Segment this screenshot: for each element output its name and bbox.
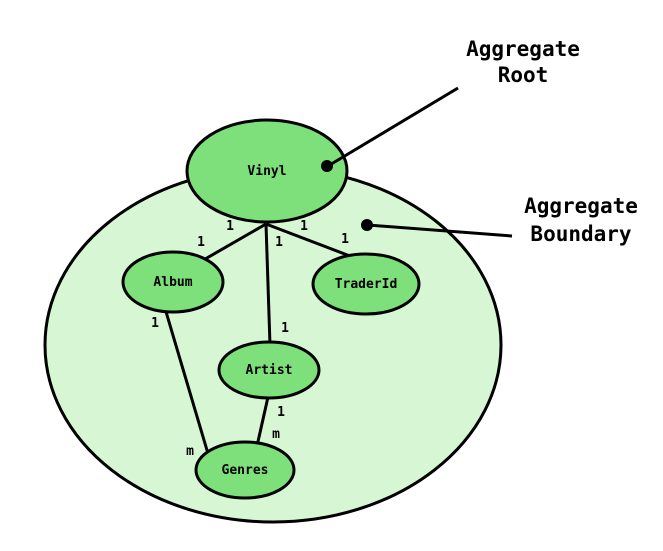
node-artist-label: Artist [246, 363, 293, 378]
mult-vinyl-album-to: 1 [197, 235, 205, 250]
node-vinyl [185, 118, 349, 224]
node-album [121, 250, 225, 314]
edge-album-genres [162, 304, 211, 458]
node-album-label: Album [153, 275, 192, 290]
mult-artist-genres-to: m [272, 427, 280, 442]
boundary-callout-label-line2: Boundary [530, 222, 632, 246]
root-callout-label-line1: Aggregate [466, 37, 580, 61]
node-artist [217, 340, 321, 400]
root-callout-line [327, 86, 459, 168]
node-traderid [311, 252, 421, 316]
boundary-callout-line [367, 223, 513, 238]
mult-vinyl-artist-from: 1 [275, 235, 283, 250]
boundary-callout-label-line1: Aggregate [524, 194, 638, 218]
root-callout-label-line2: Root [498, 63, 549, 87]
node-vinyl-label: Vinyl [247, 164, 286, 179]
node-traderid-label: TraderId [335, 277, 398, 292]
mult-vinyl-traderid-to: 1 [341, 232, 349, 247]
mult-album-genres-to: m [186, 444, 194, 459]
mult-artist-genres-from: 1 [277, 405, 285, 420]
mult-vinyl-album-from: 1 [226, 219, 234, 234]
boundary-callout-dot [361, 219, 373, 231]
edge-artist-genres [255, 396, 270, 447]
mult-album-genres-from: 1 [151, 316, 159, 331]
mult-vinyl-traderid-from: 1 [300, 219, 308, 234]
edge-vinyl-traderid [265, 222, 351, 258]
node-genres-label: Genres [222, 463, 269, 478]
edge-vinyl-artist [264, 223, 272, 346]
mult-vinyl-artist-to: 1 [281, 321, 289, 336]
root-callout-dot [321, 160, 333, 172]
node-genres [194, 440, 296, 500]
